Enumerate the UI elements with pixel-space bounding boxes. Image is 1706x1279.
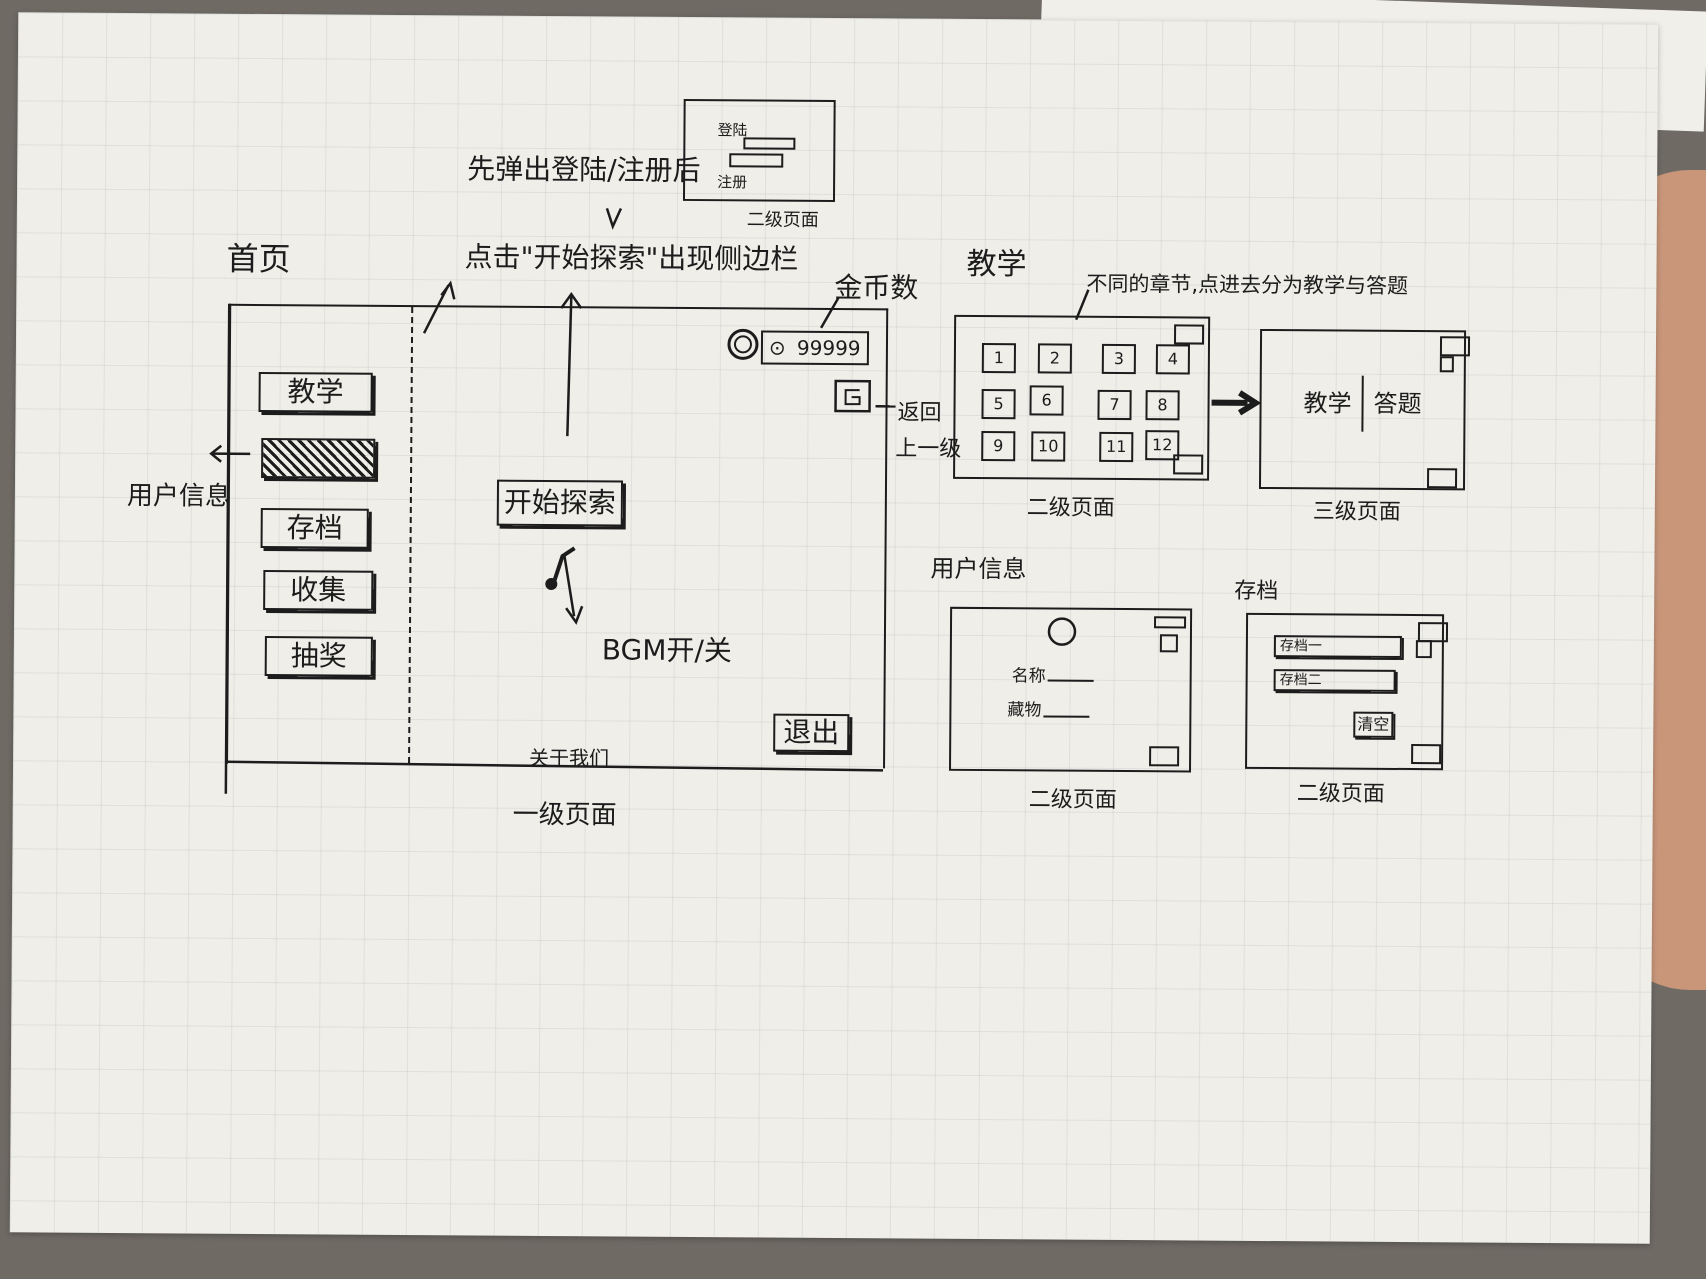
teaching-corner-icon[interactable] xyxy=(1173,324,1205,345)
bgm-toggle-note: BGM开/关 xyxy=(601,633,732,668)
start-explore-button[interactable]: 开始探索 xyxy=(496,479,624,527)
archive-frame: 存档一 存档二 清空 xyxy=(1245,612,1449,771)
sidebar-lottery-button[interactable]: 抽奖 xyxy=(264,636,373,677)
password-field[interactable] xyxy=(729,153,784,168)
user-avatar-icon xyxy=(1047,617,1077,646)
level3-divider xyxy=(1361,375,1364,432)
chapter-1[interactable]: 1 xyxy=(981,343,1016,374)
music-note-icon xyxy=(552,546,576,582)
teaching-note-arrow xyxy=(1075,289,1090,321)
collection-field[interactable] xyxy=(1043,715,1090,718)
bgm-arrow xyxy=(563,555,576,617)
teaching-caption: 二级页面 xyxy=(1026,495,1115,521)
register-label: 注册 xyxy=(717,173,748,192)
exit-button[interactable]: 退出 xyxy=(773,713,850,753)
chapter-8[interactable]: 8 xyxy=(1145,390,1180,421)
coin-arrow xyxy=(820,297,840,329)
chapter-10[interactable]: 10 xyxy=(1031,431,1066,462)
back-icon xyxy=(834,379,871,413)
sidebar-teaching-button[interactable]: 教学 xyxy=(258,371,373,413)
login-note: 先弹出登陆/注册后 xyxy=(467,152,701,188)
chapter-6[interactable]: 6 xyxy=(1029,385,1064,416)
sidebar-archive-button[interactable]: 存档 xyxy=(260,507,369,549)
chapter-9[interactable]: 9 xyxy=(981,431,1016,462)
teaching-title: 教学 xyxy=(966,246,1027,283)
sidebar-collection-button[interactable]: 收集 xyxy=(263,570,374,611)
level3-corner-icon[interactable] xyxy=(1439,336,1471,357)
level3-caption: 三级页面 xyxy=(1312,499,1401,525)
level3-frame: 教学 答题 xyxy=(1258,328,1471,491)
archive-slot-1[interactable]: 存档一 xyxy=(1273,635,1402,658)
level3-bottom-icon[interactable] xyxy=(1426,468,1458,489)
login-field[interactable] xyxy=(743,137,796,150)
archive-back-icon[interactable] xyxy=(1415,640,1432,659)
coin-value: 99999 xyxy=(796,335,861,361)
user-info-bottom-icon[interactable] xyxy=(1149,746,1180,767)
coin-counter: ⊙ 99999 xyxy=(760,330,870,366)
chapter-5[interactable]: 5 xyxy=(981,389,1016,420)
back-note-line2: 上一级 xyxy=(895,436,962,462)
teaching-note: 不同的章节,点进去分为教学与答题 xyxy=(1086,271,1409,298)
explore-note: 点击"开始探索"出现侧边栏 xyxy=(464,240,799,276)
name-label: 名称 xyxy=(1011,666,1046,687)
user-info-back-icon[interactable] xyxy=(1159,634,1178,653)
teaching-frame: 1 2 3 4 5 6 7 8 9 10 11 12 xyxy=(953,314,1211,481)
notebook-page: 先弹出登陆/注册后 登陆 注册 二级页面 点击"开始探索"出现侧边栏 首页 教学… xyxy=(9,12,1659,1244)
archive-clear-button[interactable]: 清空 xyxy=(1353,711,1394,738)
level3-quiz-option[interactable]: 答题 xyxy=(1373,389,1422,419)
user-info-corner-icon[interactable] xyxy=(1154,616,1187,629)
login-popup: 登陆 注册 xyxy=(682,98,836,202)
sidebar-scribbled-button[interactable] xyxy=(261,437,376,479)
popup-pointer xyxy=(605,207,623,230)
back-note-line1: 返回 xyxy=(897,400,942,426)
archive-caption: 二级页面 xyxy=(1296,781,1385,807)
chapter-7[interactable]: 7 xyxy=(1097,389,1132,421)
name-field[interactable] xyxy=(1047,679,1094,682)
chapter-11[interactable]: 11 xyxy=(1099,431,1134,463)
user-info-title: 用户信息 xyxy=(930,554,1027,584)
login-popup-caption: 二级页面 xyxy=(746,209,819,231)
archive-title: 存档 xyxy=(1234,578,1279,605)
level3-back-icon[interactable] xyxy=(1439,356,1454,373)
chapter-4[interactable]: 4 xyxy=(1155,344,1190,375)
archive-slot-2[interactable]: 存档二 xyxy=(1273,669,1396,692)
start-arrow xyxy=(566,296,573,437)
about-us-link[interactable]: 关于我们 xyxy=(529,745,610,771)
coin-note: 金币数 xyxy=(834,270,919,305)
user-info-caption: 二级页面 xyxy=(1028,787,1117,813)
home-caption: 一级页面 xyxy=(512,799,617,831)
level3-teach-option[interactable]: 教学 xyxy=(1303,389,1352,418)
chapter-12[interactable]: 12 xyxy=(1145,430,1180,461)
chapter-2[interactable]: 2 xyxy=(1037,343,1072,374)
user-info-label: 用户信息 xyxy=(126,481,232,512)
avatar xyxy=(727,328,759,360)
collection-label: 藏物 xyxy=(1007,700,1042,721)
archive-bottom-icon[interactable] xyxy=(1411,744,1442,765)
chapter-3[interactable]: 3 xyxy=(1101,343,1136,375)
user-info-frame: 名称 藏物 xyxy=(949,606,1193,773)
home-title: 首页 xyxy=(226,239,291,279)
sketch-arrows xyxy=(209,207,1262,794)
coin-icon: ⊙ xyxy=(768,335,786,360)
